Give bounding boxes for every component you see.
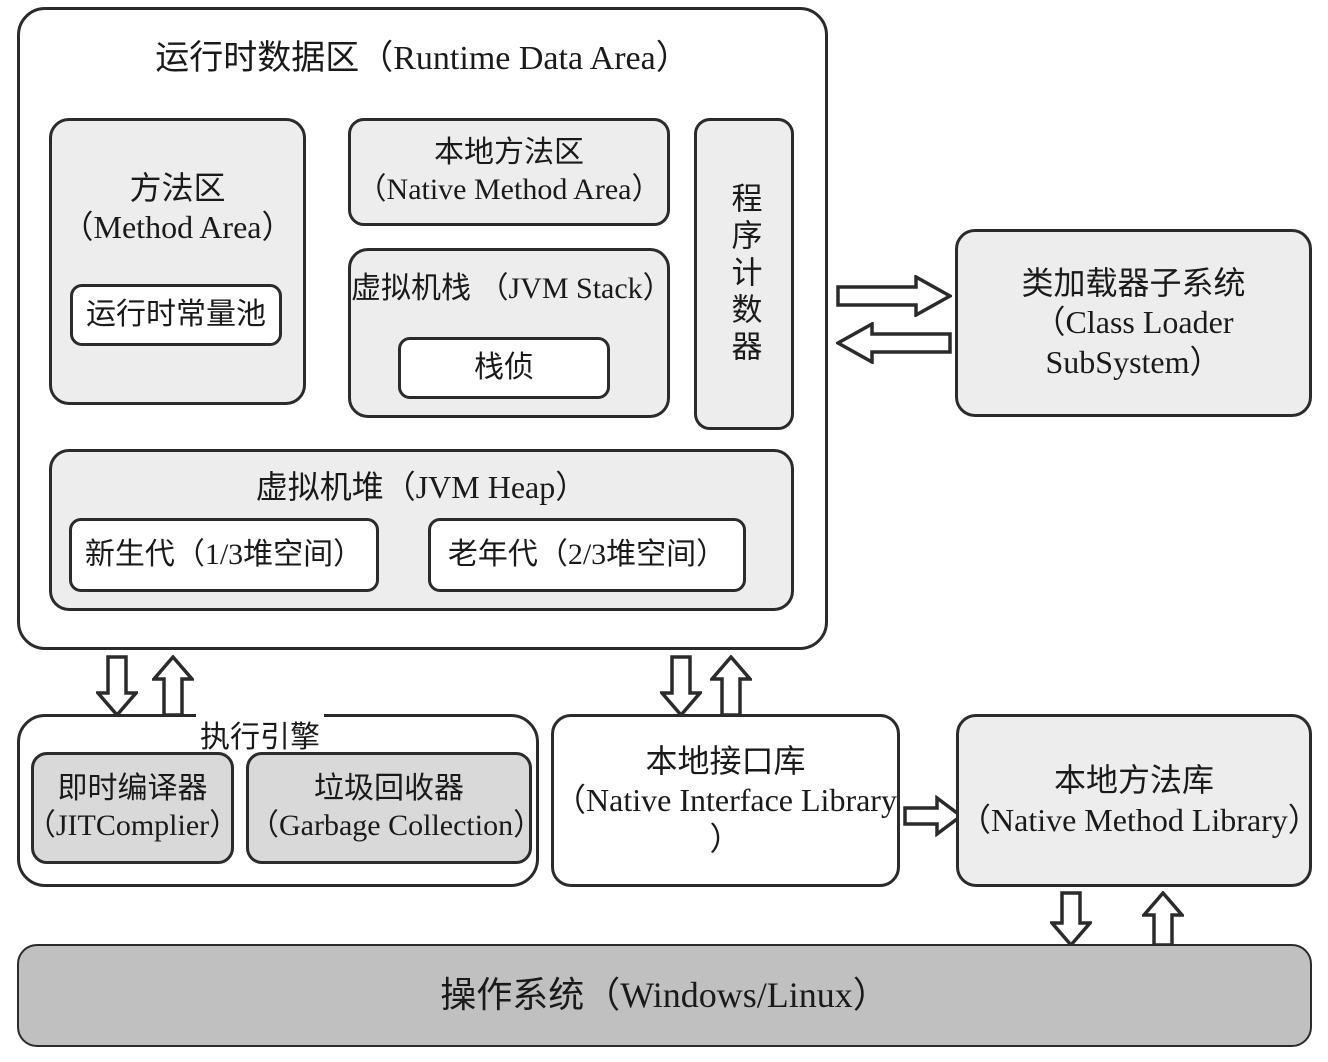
class-loader-label-cn: 类加载器子系统 xyxy=(1021,265,1246,302)
garbage-collector-label-cn: 垃圾回收器 xyxy=(314,772,464,806)
old-generation-label: 老年代（2/3堆空间） xyxy=(447,537,727,571)
native-interface-library-label-cn: 本地接口库 xyxy=(645,742,806,779)
arrow-nativemethodlib-to-os-icon xyxy=(1050,891,1092,947)
arrow-rda-to-nativeinterface-icon xyxy=(660,655,702,717)
arrow-nativeinterface-to-rda-icon xyxy=(710,655,752,717)
jvm-stack-label: 虚拟机栈 （JVM Stack） xyxy=(351,272,673,305)
arrow-os-to-nativemethodlib-icon xyxy=(1142,891,1184,947)
class-loader-subsystem-box: 类加载器子系统 （Class Loader SubSystem） xyxy=(955,229,1312,417)
arrow-rda-to-classloader-icon xyxy=(836,275,952,317)
native-method-library-label-cn: 本地方法库 xyxy=(1053,762,1214,799)
jit-compiler-label-en: （JITComplier） xyxy=(25,809,240,842)
native-interface-library-box: 本地接口库 （Native Interface Library ） xyxy=(551,714,900,887)
program-counter-box: 程序计数器 xyxy=(694,118,794,430)
execution-engine-title: 执行引擎 xyxy=(196,712,324,756)
jit-compiler-label-cn: 即时编译器 xyxy=(57,772,208,806)
method-area-box: 方法区 （Method Area） xyxy=(49,118,306,405)
program-counter-label: 程序计数器 xyxy=(726,181,762,367)
garbage-collector-label-en: （Garbage Collection） xyxy=(249,809,544,842)
class-loader-label-en: （Class Loader SubSystem） xyxy=(1033,304,1234,380)
native-method-area-label-en: （Native Method Area） xyxy=(356,173,662,206)
stack-frame-box: 栈侦 xyxy=(398,337,610,399)
native-method-area-box: 本地方法区 （Native Method Area） xyxy=(348,118,670,226)
old-generation-box: 老年代（2/3堆空间） xyxy=(428,518,746,592)
native-interface-library-label-en: （Native Interface Library ） xyxy=(554,781,897,858)
arrow-execengine-to-rda-icon xyxy=(152,655,194,717)
young-generation-label: 新生代（1/3堆空间） xyxy=(84,537,364,571)
arrow-nativeinterface-to-nativemethodlib-icon xyxy=(903,795,963,837)
native-method-library-box: 本地方法库 （Native Method Library） xyxy=(956,714,1320,887)
native-method-area-label-cn: 本地方法区 xyxy=(434,136,584,170)
operating-system-label: 操作系统（Windows/Linux） xyxy=(440,974,889,1015)
runtime-constant-pool-box: 运行时常量池 xyxy=(70,284,282,346)
jvm-heap-label: 虚拟机堆（JVM Heap） xyxy=(255,469,588,505)
runtime-data-area-title: 运行时数据区（Runtime Data Area） xyxy=(155,40,690,77)
garbage-collector-box: 垃圾回收器 （Garbage Collection） xyxy=(246,752,544,864)
method-area-label-en: （Method Area） xyxy=(61,209,294,246)
runtime-constant-pool-label: 运行时常量池 xyxy=(86,297,266,331)
method-area-label-cn: 方法区 xyxy=(129,170,226,206)
operating-system-box: 操作系统（Windows/Linux） xyxy=(17,944,1312,1047)
stack-frame-label: 栈侦 xyxy=(474,350,534,384)
arrow-classloader-to-rda-icon xyxy=(836,322,952,364)
young-generation-box: 新生代（1/3堆空间） xyxy=(69,518,379,592)
jvm-stack-box: 虚拟机栈 （JVM Stack） xyxy=(348,248,673,418)
arrow-rda-to-execengine-icon xyxy=(96,655,138,717)
jit-compiler-box: 即时编译器 （JITComplier） xyxy=(26,752,239,864)
native-method-library-label-en: （Native Method Library） xyxy=(959,801,1320,838)
